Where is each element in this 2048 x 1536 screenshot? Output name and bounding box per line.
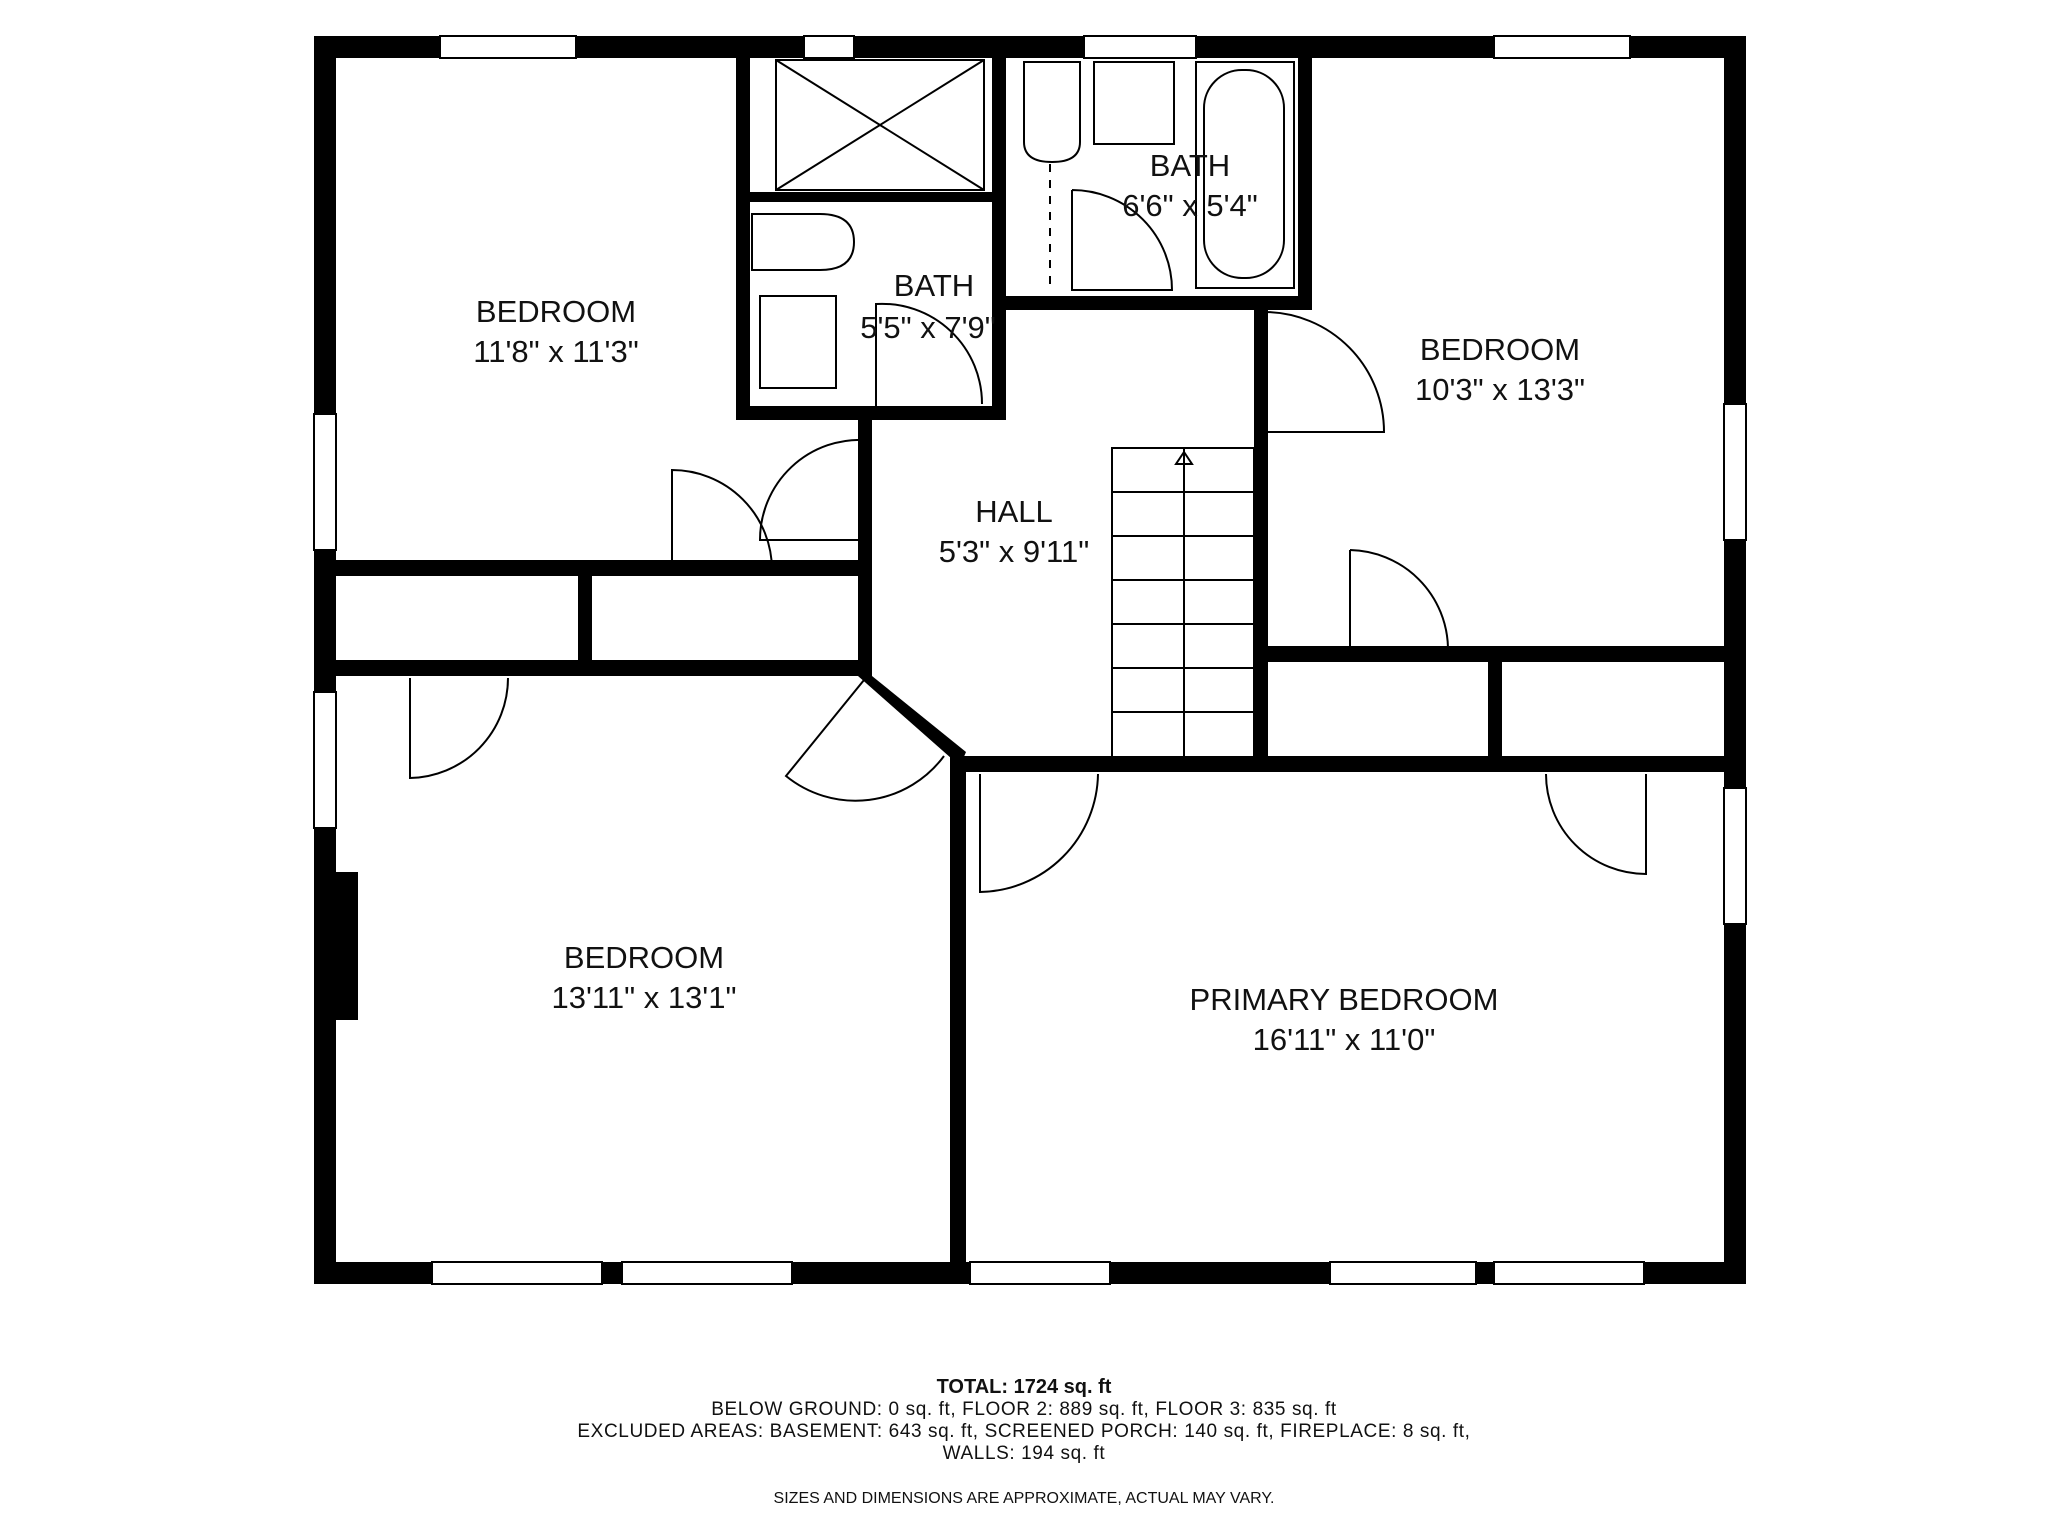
- window: [1493, 1261, 1645, 1285]
- closet-divider: [578, 560, 592, 670]
- window: [313, 691, 337, 829]
- shower-wall: [750, 192, 992, 202]
- door-swing: [784, 679, 945, 802]
- bathtub-inner: [1203, 69, 1285, 279]
- excluded-areas: EXCLUDED AREAS: BASEMENT: 643 sq. ft, SC…: [577, 1421, 1471, 1442]
- middle-vertical-wall: [950, 756, 966, 1262]
- window: [1723, 403, 1747, 541]
- window: [969, 1261, 1111, 1285]
- door-swing: [409, 677, 509, 780]
- room-name: HALL: [975, 494, 1053, 529]
- door-swing: [671, 468, 773, 572]
- room-size: 10'3" x 13'3": [1415, 372, 1585, 407]
- room-name: BEDROOM: [1420, 332, 1580, 367]
- doors: [409, 189, 1647, 894]
- walls: [314, 36, 1746, 1284]
- door-swing: [1265, 311, 1386, 433]
- bedroom1-bottom-wall: [336, 560, 872, 576]
- window: [1329, 1261, 1477, 1285]
- door-swing: [1071, 189, 1174, 291]
- door-swing: [1349, 549, 1450, 649]
- total-area: TOTAL: 1724 sq. ft: [936, 1376, 1112, 1398]
- room-size: 5'5" x 7'9": [860, 310, 996, 345]
- fireplace-bump: [336, 872, 358, 1020]
- bath2-right-wall: [1298, 58, 1312, 310]
- floor-areas: BELOW GROUND: 0 sq. ft, FLOOR 2: 889 sq.…: [711, 1399, 1337, 1420]
- closet-bottom-wall: [336, 660, 872, 676]
- window: [431, 1261, 603, 1285]
- window: [439, 35, 577, 59]
- bathtub: [1195, 61, 1295, 289]
- room-name: BEDROOM: [564, 940, 724, 975]
- room-name: BEDROOM: [476, 294, 636, 329]
- room-labels: BEDROOM 11'8" x 11'3" BATH 5'5" x 7'9" B…: [473, 148, 1585, 1057]
- bath2-left-wall: [992, 58, 1006, 310]
- window: [803, 35, 855, 59]
- area-summary: TOTAL: 1724 sq. ft BELOW GROUND: 0 sq. f…: [0, 1376, 2048, 1465]
- disclaimer: SIZES AND DIMENSIONS ARE APPROXIMATE, AC…: [773, 1490, 1275, 1507]
- room-name: BATH: [1150, 148, 1230, 183]
- room-size: 11'8" x 11'3": [473, 334, 638, 369]
- fixtures: [751, 59, 1295, 389]
- door-swing: [979, 773, 1099, 894]
- door-swing: [1545, 773, 1647, 876]
- sink: [1093, 61, 1175, 145]
- window: [313, 413, 337, 551]
- shower-cross: [775, 59, 985, 191]
- walls-area: WALLS: 194 sq. ft: [942, 1443, 1106, 1464]
- hall-left-wall: [858, 420, 872, 676]
- bath1-bottom-wall: [736, 406, 1006, 420]
- windows: [313, 35, 1747, 1285]
- window: [1723, 787, 1747, 925]
- room-size: 16'11" x 11'0": [1253, 1022, 1436, 1057]
- room-size: 13'11" x 13'1": [552, 980, 737, 1015]
- room-size: 6'6" x 5'4": [1122, 188, 1258, 223]
- window: [621, 1261, 793, 1285]
- exterior-wall-top: [314, 36, 1746, 58]
- bath1-left-wall: [736, 58, 750, 420]
- room-size: 5'3" x 9'11": [939, 534, 1089, 569]
- bath2-bottom-wall: [992, 296, 1312, 310]
- room-name: BATH: [894, 268, 974, 303]
- window: [1493, 35, 1631, 59]
- door-swing: [758, 438, 867, 541]
- diagonal-hall-wall: [858, 676, 966, 766]
- toilet: [1023, 61, 1081, 164]
- toilet: [751, 213, 856, 271]
- stair-arrow-icon: [1174, 450, 1194, 465]
- shower-stall: [775, 59, 985, 191]
- room-name: PRIMARY BEDROOM: [1190, 982, 1499, 1017]
- right-closet-divider: [1488, 662, 1502, 768]
- staircase: [1111, 447, 1255, 759]
- door-swing: [875, 302, 984, 406]
- window: [1083, 35, 1197, 59]
- bedroom-right-bottom-wall: [1254, 646, 1746, 662]
- sink: [759, 295, 837, 389]
- exterior-wall-left: [314, 36, 336, 1284]
- primary-top-wall: [950, 756, 1746, 772]
